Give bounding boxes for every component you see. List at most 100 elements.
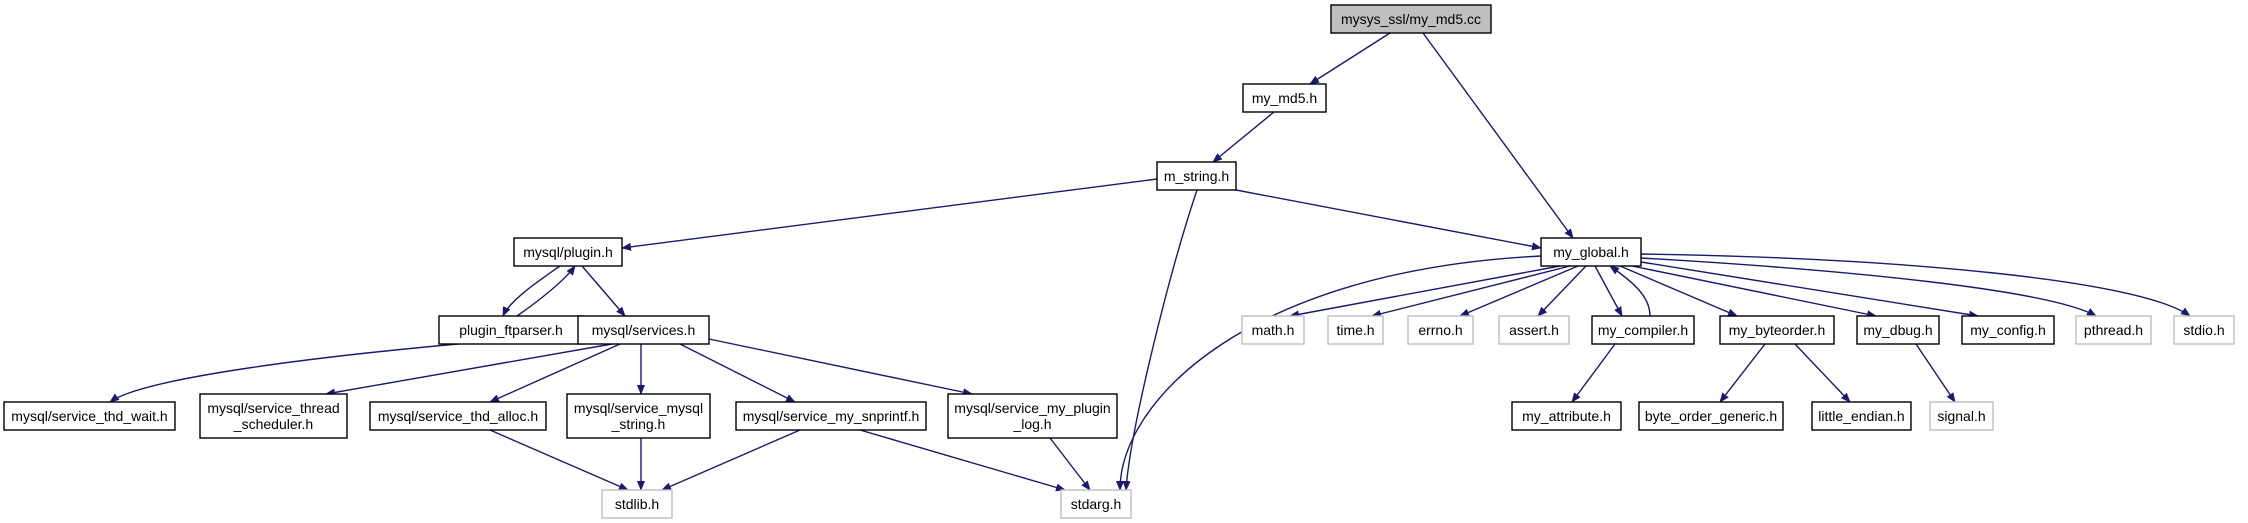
edge-services-to-snprintf [679,343,796,403]
node-label: stdlib.h [615,496,659,512]
node-label: mysql/service_mysql [574,400,703,416]
node-label: my_compiler.h [1598,322,1688,338]
edge-plugin-to-services [581,265,626,317]
node-dbug[interactable]: my_dbug.h [1856,315,1940,345]
node-box [1811,401,1912,431]
node-box [438,315,584,345]
node-label: mysql/service_thread [207,400,339,416]
node-label: my_md5.h [1252,90,1317,106]
nodes-layer: mysys_ssl/my_md5.cc my_md5.h m_string.hmys… [3,4,2235,519]
node-label: stdarg.h [1071,496,1122,512]
node-label: _string.h [611,416,666,432]
node-box [1961,315,2055,345]
node-errno: errno.h [1407,315,1474,345]
edge-pluginlog-to-stdarg [1049,437,1091,491]
edge-snprintf-to-stdlib [661,429,801,491]
node-services[interactable]: mysql/services.h [577,315,710,345]
node-label: mysql/service_thd_wait.h [11,408,167,424]
node-box [601,489,673,519]
node-label: mysql/services.h [592,322,695,338]
node-box [1156,161,1237,191]
edge-global-to-compiler [1594,265,1623,317]
edge-compiler-to-global [1609,265,1651,317]
node-thdwait[interactable]: mysql/service_thd_wait.h [3,401,176,431]
node-box [199,393,348,439]
edge-mstring-to-global [1235,189,1542,251]
node-label: plugin_ftparser.h [459,322,563,338]
node-label: mysql/plugin.h [523,244,613,260]
edge-global-to-pthread [1640,257,2097,317]
node-signal: signal.h [1929,401,1994,431]
node-box [1929,401,1994,431]
node-label: my_dbug.h [1863,322,1932,338]
edge-md5h-to-mstring [1212,111,1275,163]
node-generic[interactable]: byte_order_generic.h [1638,401,1784,431]
edge-global-to-time [1371,265,1571,318]
edge-snprintf-to-stdarg [859,429,1066,492]
node-thdalloc[interactable]: mysql/service_thd_alloc.h [369,401,547,431]
edge-services-to-thread [325,343,613,397]
edge-global-to-errno [1459,265,1579,317]
node-box [2173,315,2235,345]
node-box [3,401,176,431]
node-box [1540,237,1642,267]
edge-global-to-dbug [1631,265,1877,319]
edge-compiler-to-attribute [1571,343,1616,403]
edge-byteorder-to-little [1794,343,1851,403]
edge-byteorder-to-generic [1719,343,1766,403]
node-pluginlog[interactable]: mysql/service_my_plugin_log.h [947,393,1118,439]
node-label: stdio.h [2183,322,2224,338]
node-byteorder[interactable]: my_byteorder.h [1719,315,1835,345]
edge-md5cc-to-global [1422,32,1574,239]
node-md5h[interactable]: my_md5.h [1242,83,1327,113]
edge-thdalloc-to-stdlib [489,429,629,491]
node-box [1498,315,1570,345]
edge-global-to-assert [1537,265,1587,317]
node-label: assert.h [1509,322,1559,338]
edge-services-to-pluginlog [708,338,973,397]
edge-dbug-to-signal [1915,343,1956,403]
node-label: my_byteorder.h [1729,322,1826,338]
edge-global-to-byteorder [1619,265,1738,317]
edges-layer [109,32,2191,492]
node-math: math.h [1241,315,1305,345]
node-pthread: pthread.h [2075,315,2152,345]
node-attribute[interactable]: my_attribute.h [1511,401,1622,431]
node-label: mysql/service_my_snprintf.h [743,408,920,424]
node-plugin[interactable]: mysql/plugin.h [513,237,623,267]
node-little[interactable]: little_endian.h [1811,401,1912,431]
node-thread[interactable]: mysql/service_thread_scheduler.h [199,393,348,439]
edge-global-to-config [1640,261,1979,319]
node-box [735,401,927,431]
node-label: my_config.h [1970,322,2045,338]
node-label: little_endian.h [1818,408,1904,424]
edge-services-to-thdalloc [489,343,621,403]
node-box [1330,4,1492,34]
node-ftparser[interactable]: plugin_ftparser.h [438,315,584,345]
node-stdio: stdio.h [2173,315,2235,345]
node-label: my_attribute.h [1522,408,1611,424]
node-md5cc: mysys_ssl/my_md5.cc [1330,4,1492,34]
node-config[interactable]: my_config.h [1961,315,2055,345]
node-label: mysql/service_thd_alloc.h [378,408,538,424]
node-box [1856,315,1940,345]
node-box [1719,315,1835,345]
edge-global-to-math [1289,265,1561,319]
node-box [1407,315,1474,345]
node-label: my_global.h [1553,244,1629,260]
node-assert: assert.h [1498,315,1570,345]
edge-plugin-to-ftparser [502,265,561,317]
edge-mstring-to-plugin [621,178,1158,251]
node-compiler[interactable]: my_compiler.h [1591,315,1695,345]
node-box [1327,315,1384,345]
node-stdarg: stdarg.h [1060,489,1132,519]
node-mstring[interactable]: m_string.h [1156,161,1237,191]
node-global[interactable]: my_global.h [1540,237,1642,267]
node-box [369,401,547,431]
node-snprintf[interactable]: mysql/service_my_snprintf.h [735,401,927,431]
node-mysqlstring[interactable]: mysql/service_mysql_string.h [566,393,711,439]
node-box [1591,315,1695,345]
node-box [566,393,711,439]
node-box [577,315,710,345]
